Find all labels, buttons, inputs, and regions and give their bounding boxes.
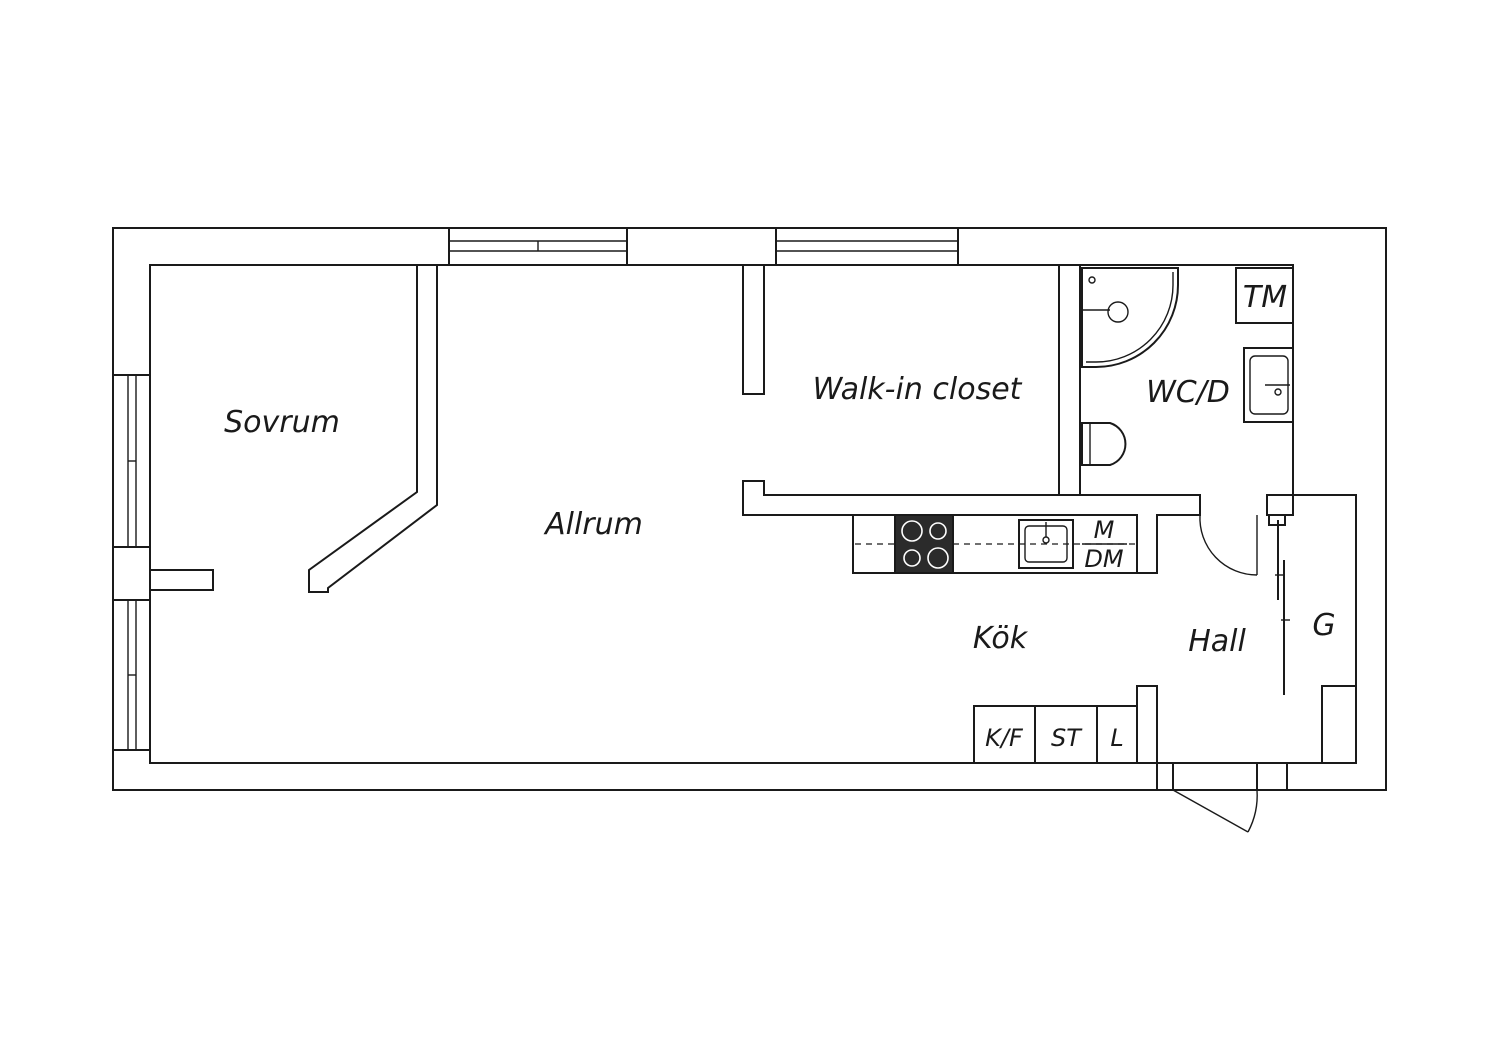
label-l: L <box>1110 724 1123 752</box>
wall-stub-west <box>149 569 214 591</box>
label-tm: TM <box>1243 280 1287 315</box>
window-sovrum-upper <box>112 374 151 548</box>
wall-entrance-west <box>1156 762 1174 791</box>
burner-icon <box>901 520 923 542</box>
shower-enclosure <box>1081 267 1179 368</box>
label-kf: K/F <box>985 724 1024 752</box>
wall-closet-wc <box>1058 264 1081 496</box>
wall-sovrum-allrum <box>308 264 438 593</box>
room-label-sovrum: Sovrum <box>224 405 340 440</box>
bathroom-fixtures <box>1081 267 1294 466</box>
burner-icon <box>903 549 921 567</box>
wall-stub-closet <box>742 264 765 395</box>
label-dm: DM <box>1084 545 1123 573</box>
room-label-allrum: Allrum <box>543 507 643 542</box>
wardrobe <box>1321 685 1357 764</box>
toilet <box>1081 422 1127 466</box>
room-label-wc-d: WC/D <box>1146 375 1230 410</box>
interior-walls <box>149 264 1294 791</box>
kitchen-sink <box>1018 519 1074 569</box>
wall-hall-west <box>1136 685 1158 764</box>
washing-machine <box>1235 267 1294 324</box>
window-walk-in-closet <box>775 227 959 266</box>
storage-units <box>973 685 1357 764</box>
wall-entrance-east <box>1256 762 1288 791</box>
label-st: ST <box>1051 724 1083 752</box>
shower-drain-icon <box>1107 301 1129 323</box>
kitchen-counter <box>852 514 1138 574</box>
stove <box>894 514 954 574</box>
doors <box>1172 514 1290 833</box>
room-label-walk-in-closet: Walk-in closet <box>813 372 1023 407</box>
unit-l <box>1096 705 1138 764</box>
room-labels: Sovrum Allrum Walk-in closet WC/D Kök Ha… <box>224 372 1246 659</box>
windows <box>112 227 959 751</box>
burner-icon <box>927 547 949 569</box>
room-label-kok: Kök <box>973 621 1029 656</box>
fixture-labels: TM M DM G K/F ST L <box>985 280 1335 752</box>
label-m: M <box>1094 516 1115 544</box>
bathroom-sink <box>1243 347 1294 423</box>
burner-icon <box>929 522 947 540</box>
wall-hall-north <box>1266 494 1294 516</box>
room-label-hall: Hall <box>1188 624 1246 659</box>
label-g: G <box>1312 608 1335 643</box>
door-wc-swing <box>1199 514 1258 576</box>
door-entrance-swing <box>1247 789 1258 833</box>
door-entrance-leaf <box>1172 789 1249 833</box>
counter <box>852 514 1138 574</box>
